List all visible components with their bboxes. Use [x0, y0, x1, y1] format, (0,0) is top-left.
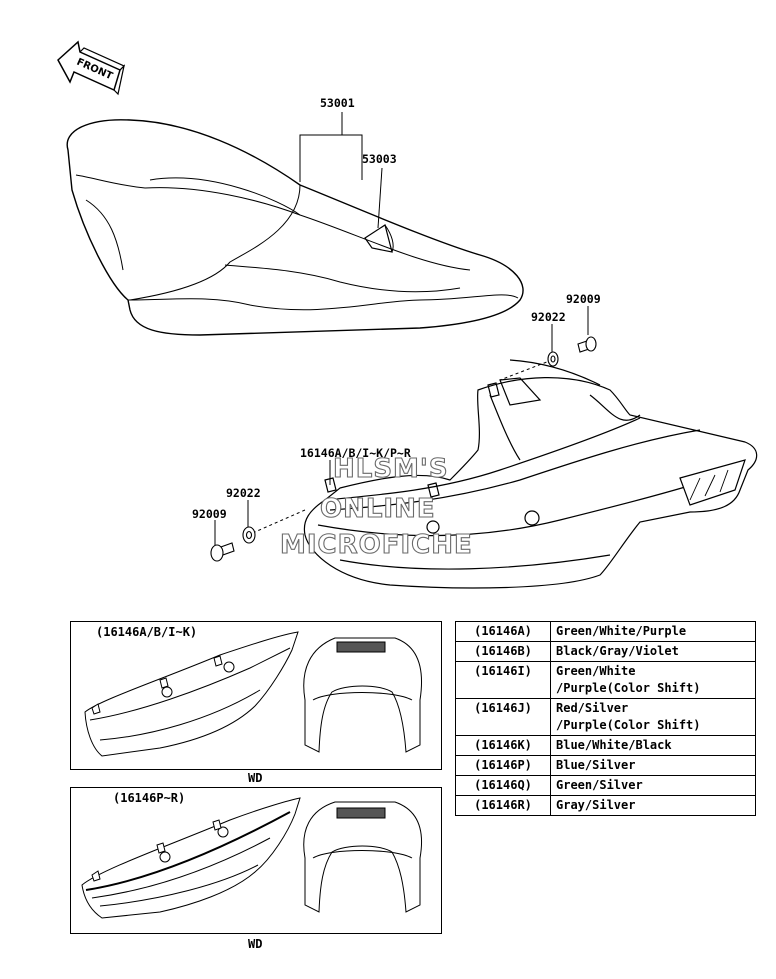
callout-53003: 53003: [362, 152, 397, 166]
color-name-cell: Blue/Silver: [550, 755, 756, 776]
inset-1-rear-view-drawing: [303, 637, 423, 753]
color-name-line: Red/Silver: [556, 701, 629, 715]
color-name-line: Blue/Silver: [556, 758, 636, 772]
inset-1-caption: WD: [248, 771, 263, 785]
seat-drawing: [66, 119, 524, 336]
callout-92009-left: 92009: [192, 507, 227, 521]
color-name-cell: Black/Gray/Violet: [550, 641, 756, 662]
watermark: HLSM'S ONLINE MICROFICHE: [279, 453, 473, 560]
inset-2-caption: WD: [248, 937, 263, 951]
color-name-cell: Red/Silver/Purple(Color Shift): [550, 698, 756, 736]
color-name-line: Green/White/Purple: [556, 624, 687, 638]
tail-cover-drawing: [303, 359, 758, 589]
callout-92022-left: 92022: [226, 486, 261, 500]
color-table-row: (16146P) Blue/Silver: [455, 755, 756, 776]
front-direction-arrow-icon: FRONT: [57, 40, 126, 96]
watermark-line-3: MICROFICHE: [280, 530, 473, 560]
inset-1-title: (16146A/B/I~K): [96, 625, 198, 639]
part-code-cell: (16146B): [455, 641, 551, 662]
color-table-row: (16146J)Red/Silver/Purple(Color Shift): [455, 698, 756, 736]
callout-16146: 16146A/B/I~K/P~R: [300, 446, 411, 460]
part-code-cell: (16146R): [455, 795, 551, 816]
watermark-line-1: HLSM'S: [333, 454, 449, 484]
color-table-row: (16146B) Black/Gray/Violet: [455, 641, 756, 662]
part-code-cell: (16146I): [455, 661, 551, 699]
color-name-line: /Purple(Color Shift): [556, 718, 701, 732]
callout-53001: 53001: [320, 96, 355, 110]
color-variant-table: (16146A) Green/White/Purple (16146B) Black/…: [455, 621, 756, 816]
color-table-row: (16146A) Green/White/Purple: [455, 621, 756, 642]
color-table-row: (16146K) Blue/White/Black: [455, 735, 756, 756]
inset-2-cover-drawing: [81, 797, 301, 919]
color-table-row: (16146I)Green/White/Purple(Color Shift): [455, 661, 756, 699]
part-code-cell: (16146P): [455, 755, 551, 776]
part-code-cell: (16146Q): [455, 775, 551, 796]
washer-right-icon: [547, 351, 559, 367]
inset-frame-1: [70, 621, 442, 770]
color-name-line: Gray/Silver: [556, 798, 636, 812]
color-name-cell: Gray/Silver: [550, 795, 756, 816]
bolt-left-icon: [210, 542, 235, 562]
part-code-cell: (16146A): [455, 621, 551, 642]
watermark-line-2: ONLINE: [320, 494, 436, 524]
inset-2-rear-view-drawing: [303, 801, 423, 913]
washer-left-icon: [242, 526, 256, 544]
color-name-line: /Purple(Color Shift): [556, 681, 701, 695]
inset-frame-2: [70, 787, 442, 934]
color-name-line: Green/Silver: [556, 778, 643, 792]
color-name-cell: Blue/White/Black: [550, 735, 756, 756]
color-name-cell: Green/White/Purple: [550, 621, 756, 642]
color-table-row: (16146R) Gray/Silver: [455, 795, 756, 816]
callout-92009-right: 92009: [566, 292, 601, 306]
color-name-line: Black/Gray/Violet: [556, 644, 679, 658]
color-name-cell: Green/White/Purple(Color Shift): [550, 661, 756, 699]
part-code-cell: (16146J): [455, 698, 551, 736]
callout-92022-right: 92022: [531, 310, 566, 324]
part-code-cell: (16146K): [455, 735, 551, 756]
color-name-line: Green/White: [556, 664, 636, 678]
color-name-line: Blue/White/Black: [556, 738, 672, 752]
color-table-row: (16146Q) Green/Silver: [455, 775, 756, 796]
inset-2-title: (16146P~R): [113, 791, 186, 805]
bolt-right-icon: [577, 336, 597, 353]
color-name-cell: Green/Silver: [550, 775, 756, 796]
inset-1-cover-drawing: [84, 631, 299, 757]
